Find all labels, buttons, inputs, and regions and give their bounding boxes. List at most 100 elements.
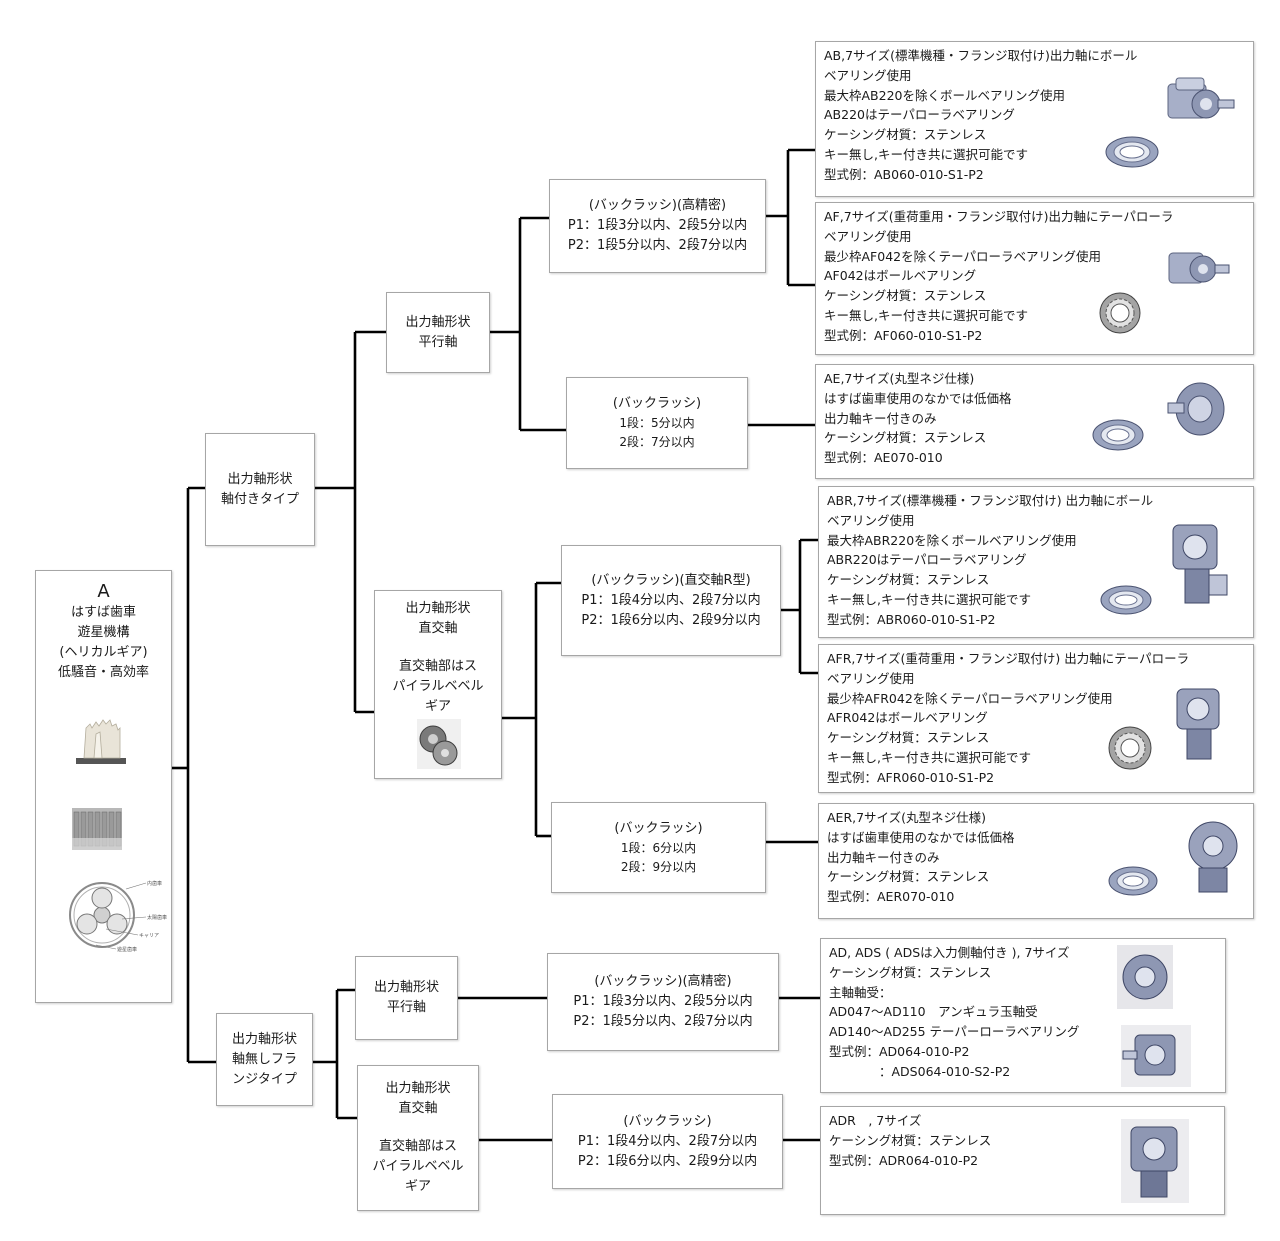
- gearbox-image-icon: [1167, 77, 1235, 119]
- tapered-bearing-image-icon: [1108, 726, 1152, 770]
- node-line: ンジタイプ: [232, 1071, 297, 1087]
- node-line: 直交軸部はス: [378, 1139, 457, 1154]
- product-line: ベアリング使用: [827, 512, 915, 528]
- product-line: ケーシング材質：ステンレス: [824, 127, 987, 143]
- root-line: (ヘリカルギア): [59, 645, 148, 660]
- product-line: ケーシング材質：ステンレス: [824, 288, 987, 304]
- root-node: A はすば歯車 遊星機構 (ヘリカルギア) 低騒音・高効率 内歯: [35, 570, 172, 1003]
- parallel-shaft-node: 出力軸形状 平行軸: [386, 292, 490, 373]
- product-line: AD047～AD110 アンギュラ玉軸受: [829, 1004, 1038, 1020]
- node-line: 出力軸形状: [373, 980, 439, 995]
- node-line: (バックラッシ)(直交軸R型): [591, 572, 751, 588]
- node-line: P2：1段6分以内、2段9分以内: [577, 1153, 758, 1169]
- product-model: 型式例：ABR060-010-S1-P2: [827, 611, 996, 627]
- product-line: ケーシング材質：ステンレス: [829, 964, 992, 980]
- shaft-type-node: 出力軸形状 軸付きタイプ: [205, 433, 315, 546]
- product-line: 主軸軸受：: [829, 984, 892, 1000]
- node-line: 出力軸形状: [385, 1081, 451, 1096]
- product-model: 型式例：AE070-010: [824, 450, 943, 466]
- product-title: ADR , 7サイズ: [829, 1113, 922, 1128]
- node-line: (バックラッシ)(高精密): [594, 974, 732, 989]
- right-angle-shaft-node: 出力軸形状 直交軸 直交軸部はス パイラルベベル ギア: [374, 590, 502, 779]
- backlash-node-flange-right-angle: (バックラッシ) P1：1段4分以内、2段7分以内 P2：1段6分以内、2段9分…: [552, 1094, 783, 1189]
- product-title: AF,7サイズ(重荷重用・フランジ取付け)出力軸にテーパローラ: [824, 209, 1174, 224]
- node-line: 平行軸: [418, 334, 458, 350]
- backlash-node-standard: (バックラッシ) 1段：5分以内 2段：7分以内: [566, 377, 748, 469]
- backlash-node-right-angle: (バックラッシ)(直交軸R型) P1：1段4分以内、2段7分以内 P2：1段6分…: [561, 545, 781, 656]
- node-line: (バックラッシ): [612, 396, 702, 411]
- planetary-label: 遊星歯車: [117, 946, 137, 953]
- product-card-ab: AB,7サイズ(標準機種・フランジ取付け)出力軸にボール ベアリング使用 最大枠…: [815, 41, 1254, 197]
- product-card-abr: ABR,7サイズ(標準機種・フランジ取付け) 出力軸にボール ベアリング使用 最…: [818, 486, 1254, 638]
- node-line: パイラルベベル: [392, 679, 484, 694]
- bevel-gear-icon: [417, 719, 461, 769]
- planetary-label: 内歯車: [147, 880, 162, 887]
- node-line: 平行軸: [386, 1000, 426, 1015]
- node-line: P2：1段5分以内、2段7分以内: [573, 1014, 753, 1029]
- node-line: 直交軸部はス: [398, 659, 477, 674]
- root-line: はすば歯車: [70, 605, 136, 620]
- node-line: 出力軸形状: [405, 314, 471, 330]
- node-line: 軸無しフラ: [231, 1051, 297, 1067]
- product-title: AD, ADS ( ADSは入力側軸付き ), 7サイズ: [829, 945, 1070, 960]
- node-line: 2段：9分以内: [620, 859, 697, 874]
- node-line: P2：1段5分以内、2段7分以内: [567, 238, 748, 253]
- product-line: キー無し,キー付き共に選択可能です: [827, 749, 1031, 765]
- ring-gear-icon: [72, 808, 122, 850]
- product-line: 出力軸キー付きのみ: [824, 410, 937, 426]
- node-line: 出力軸形状: [231, 1031, 297, 1047]
- flange-right-angle-node: 出力軸形状 直交軸 直交軸部はス パイラルベベル ギア: [357, 1065, 479, 1211]
- product-line: キー無し,キー付き共に選択可能です: [827, 591, 1031, 607]
- bearing-image-icon: [1105, 136, 1159, 168]
- node-line: P1：1段4分以内、2段7分以内: [581, 592, 761, 608]
- planetary-label: キャリア: [139, 933, 159, 939]
- tapered-bearing-image-icon: [1099, 292, 1141, 334]
- product-model: 型式例：AD064-010-P2: [829, 1043, 970, 1059]
- product-line: 出力軸キー付きのみ: [827, 849, 940, 865]
- root-line: 低騒音・高効率: [57, 665, 149, 680]
- node-line: 軸付きタイプ: [220, 491, 299, 507]
- bearing-image-icon: [1100, 585, 1152, 615]
- product-line: 最大枠ABR220を除くボールベアリング使用: [827, 532, 1077, 548]
- flange-type-node: 出力軸形状 軸無しフラ ンジタイプ: [216, 1013, 313, 1106]
- product-line: AB220はテーパローラベアリング: [824, 107, 1015, 123]
- product-line: AD140～AD255 テーパーローラベアリング: [829, 1024, 1080, 1040]
- gearbox-image-icon: [1168, 252, 1230, 284]
- product-model: 型式例：AFR060-010-S1-P2: [827, 769, 995, 785]
- node-line: P1：1段4分以内、2段7分以内: [577, 1133, 758, 1149]
- product-model: 型式例：AB060-010-S1-P2: [824, 166, 984, 182]
- product-title: AE,7サイズ(丸型ネジ仕様): [824, 371, 975, 386]
- product-line: キー無し,キー付き共に選択可能です: [824, 146, 1028, 162]
- product-title: AER,7サイズ(丸型ネジ仕様): [827, 810, 986, 825]
- product-line: ケーシング材質：ステンレス: [824, 430, 987, 446]
- node-line: パイラルベベル: [372, 1159, 464, 1174]
- round-gearbox-image-icon: [1167, 382, 1225, 436]
- planetary-label: 太陽歯車: [147, 914, 167, 921]
- product-title: AB,7サイズ(標準機種・フランジ取付け)出力軸にボール: [824, 48, 1138, 63]
- product-line: ケーシング材質：ステンレス: [827, 869, 990, 885]
- right-angle-gearbox-image-icon: [1172, 524, 1228, 604]
- node-line: 直交軸: [398, 1101, 438, 1116]
- node-line: 1段：6分以内: [620, 840, 697, 855]
- root-letter: A: [97, 581, 110, 602]
- product-title: AFR,7サイズ(重荷重用・フランジ取付け) 出力軸にテーパローラ: [827, 651, 1190, 666]
- product-line: 最大枠AB220を除くボールベアリング使用: [824, 87, 1065, 103]
- node-line: ギア: [404, 1179, 431, 1194]
- bearing-image-icon: [1108, 866, 1158, 896]
- product-line: ABR220はテーパローラベアリング: [827, 552, 1027, 568]
- backlash-node-flange-high-precision: (バックラッシ)(高精密) P1：1段3分以内、2段5分以内 P2：1段5分以内…: [547, 953, 779, 1051]
- product-line: はすば歯車使用のなかでは低価格: [827, 829, 1015, 845]
- product-card-ae: AE,7サイズ(丸型ネジ仕様) はすば歯車使用のなかでは低価格 出力軸キー付きの…: [815, 364, 1254, 479]
- right-angle-gearbox-image-icon: [1121, 1119, 1189, 1203]
- right-angle-gearbox-image-icon: [1176, 688, 1220, 760]
- product-card-af: AF,7サイズ(重荷重用・フランジ取付け)出力軸にテーパローラ ベアリング使用 …: [815, 202, 1254, 355]
- node-line: ギア: [424, 699, 451, 714]
- product-line: AF042はボールベアリング: [824, 268, 977, 284]
- product-model: 型式例：AER070-010: [827, 889, 955, 905]
- product-line: AFR042はボールベアリング: [827, 710, 988, 726]
- backlash-node-standard-right-angle: (バックラッシ) 1段：6分以内 2段：9分以内: [551, 802, 766, 893]
- flange-gearbox-image-icon: [1121, 1025, 1191, 1087]
- product-line: ケーシング材質：ステンレス: [827, 730, 990, 746]
- product-model: 型式例：AF060-010-S1-P2: [824, 327, 983, 343]
